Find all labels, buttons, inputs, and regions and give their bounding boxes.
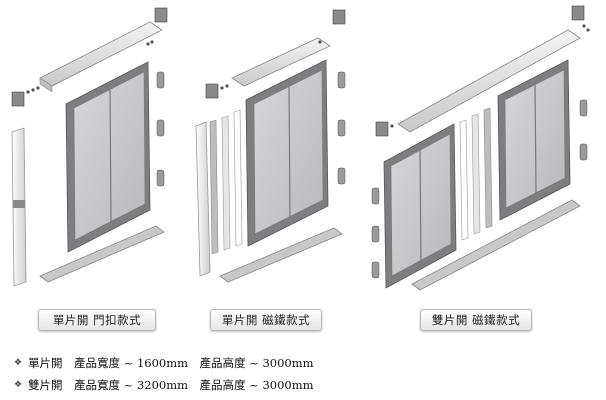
spec-single: ❖ 單片開 產品寬度 ~ 1600mm 產品高度 ~ 3000mm: [14, 355, 314, 371]
label-single-magnet[interactable]: 單片開 磁鐵款式: [210, 309, 322, 331]
spec-single-text: 單片開 產品寬度 ~ 1600mm 產品高度 ~ 3000mm: [28, 356, 314, 370]
spec-double-text: 雙片開 產品寬度 ~ 3200mm 產品高度 ~ 3000mm: [28, 378, 314, 392]
unit-single-magnet: [195, 9, 346, 283]
bullet-icon: ❖: [14, 358, 23, 368]
label-double-magnet[interactable]: 雙片開 磁鐵款式: [420, 309, 532, 331]
bullet-icon: ❖: [14, 380, 23, 390]
spec-double: ❖ 雙片開 產品寬度 ~ 3200mm 產品高度 ~ 3000mm: [14, 377, 314, 393]
unit-single-latch: [11, 7, 168, 287]
unit-double-magnet: [371, 5, 590, 291]
screen-door-exploded-illustrations: [11, 5, 590, 291]
label-single-latch[interactable]: 單片開 門扣款式: [38, 309, 156, 331]
